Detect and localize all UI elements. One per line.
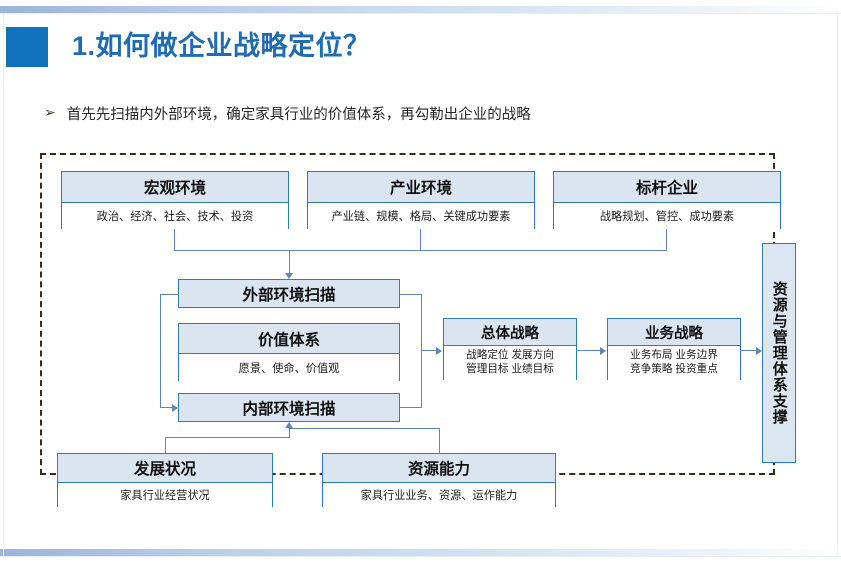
arrow-right-to-business-strategy [600, 346, 606, 355]
box-macro-environment[interactable]: 宏观环境 政治、经济、社会、技术、投资 [61, 171, 289, 229]
box-header: 资源能力 [323, 454, 555, 483]
arrow-right-to-support-box [756, 346, 762, 355]
box-body-line-2: 竞争策略 投资重点 [630, 363, 718, 375]
box-benchmark-enterprise[interactable]: 标杆企业 战略规划、管控、成功要素 [553, 171, 781, 229]
box-header: 宏观环境 [62, 172, 288, 203]
connector-resource-up [439, 428, 441, 453]
box-body: 家具行业经营状况 [58, 483, 272, 507]
box-body: 愿景、使命、价值观 [179, 354, 399, 381]
arrow-right-to-overall-strategy [436, 346, 442, 355]
connector-left-loop-vertical [160, 294, 162, 408]
box-industry-environment[interactable]: 产业环境 产业链、规模、格局、关键成功要素 [307, 171, 535, 229]
box-header: 外部环境扫描 [179, 280, 399, 307]
arrow-right-to-internal-scan [172, 403, 178, 412]
box-body: 产业链、规模、格局、关键成功要素 [308, 203, 534, 229]
box-body-line-1: 战略定位 发展方向 [466, 349, 554, 362]
connector-left-loop-to-internal [160, 407, 173, 409]
accent-square-icon [6, 27, 48, 67]
connector-development-bus [165, 437, 289, 439]
box-development-status[interactable]: 发展状况 家具行业经营状况 [57, 453, 273, 507]
box-body-line-2: 管理目标 业绩目标 [466, 363, 554, 375]
box-header: 标杆企业 [554, 172, 780, 203]
page-title: 1.如何做企业战略定位？ [72, 31, 371, 61]
bullet-arrow-icon: ➢ [44, 104, 56, 120]
box-body: 业务布局 业务边界 竞争策略 投资重点 [608, 346, 740, 380]
arrow-up-to-internal-scan [285, 422, 293, 428]
connector-benchmark-down [666, 229, 668, 250]
box-resource-management-support[interactable]: 资源与管理体系支撑 [762, 243, 796, 463]
connector-development-up [165, 437, 167, 453]
box-header: 价值体系 [179, 324, 399, 354]
box-header: 发展状况 [58, 454, 272, 483]
connector-bus-to-external [289, 250, 291, 275]
box-header: 内部环境扫描 [179, 394, 399, 421]
connector-overall-to-business [577, 350, 601, 352]
box-header: 总体战略 [444, 319, 576, 346]
bottom-gradient-bar [0, 549, 841, 556]
connector-right-loop-to-strategy [421, 350, 437, 352]
box-body: 政治、经济、社会、技术、投资 [62, 203, 288, 229]
slide-header: 1.如何做企业战略定位？ [0, 22, 841, 68]
box-business-strategy[interactable]: 业务战略 业务布局 业务边界 竞争策略 投资重点 [607, 318, 741, 380]
box-body: 战略规划、管控、成功要素 [554, 203, 780, 229]
connector-macro-down [174, 229, 176, 250]
box-header: 产业环境 [308, 172, 534, 203]
connector-internal-right [400, 407, 422, 409]
connector-top-bus [174, 250, 667, 252]
box-resource-capability[interactable]: 资源能力 家具行业业务、资源、运作能力 [322, 453, 556, 507]
connector-resource-bus [289, 428, 440, 430]
left-hairline [3, 13, 4, 557]
box-value-system[interactable]: 价值体系 愿景、使命、价值观 [178, 323, 400, 381]
right-hairline [837, 13, 838, 557]
connector-external-left [160, 294, 179, 296]
bullet-text: 首先先扫描内外部环境，确定家具行业的价值体系，再勾勒出企业的战略 [66, 106, 531, 123]
box-body-line-1: 业务布局 业务边界 [630, 349, 718, 362]
top-gradient-bar [0, 6, 841, 13]
box-external-environment-scan[interactable]: 外部环境扫描 [178, 279, 400, 308]
arrow-down-to-external-scan [285, 273, 293, 279]
top-hairline [0, 13, 841, 14]
connector-industry-down [420, 229, 422, 250]
connector-external-right [400, 294, 422, 296]
box-internal-environment-scan[interactable]: 内部环境扫描 [178, 393, 400, 422]
bottom-hairline [0, 556, 841, 557]
connector-bus-to-internal [289, 428, 291, 438]
box-body: 战略定位 发展方向 管理目标 业绩目标 [444, 346, 576, 380]
connector-business-to-support [741, 350, 759, 352]
strategy-diagram: 宏观环境 政治、经济、社会、技术、投资 产业环境 产业链、规模、格局、关键成功要… [0, 140, 841, 530]
bullet-row: ➢ 首先先扫描内外部环境，确定家具行业的价值体系，再勾勒出企业的战略 [44, 100, 824, 126]
box-header: 资源与管理体系支撑 [770, 281, 788, 425]
box-header: 业务战略 [608, 319, 740, 346]
box-body: 家具行业业务、资源、运作能力 [323, 483, 555, 507]
box-overall-strategy[interactable]: 总体战略 战略定位 发展方向 管理目标 业绩目标 [443, 318, 577, 380]
